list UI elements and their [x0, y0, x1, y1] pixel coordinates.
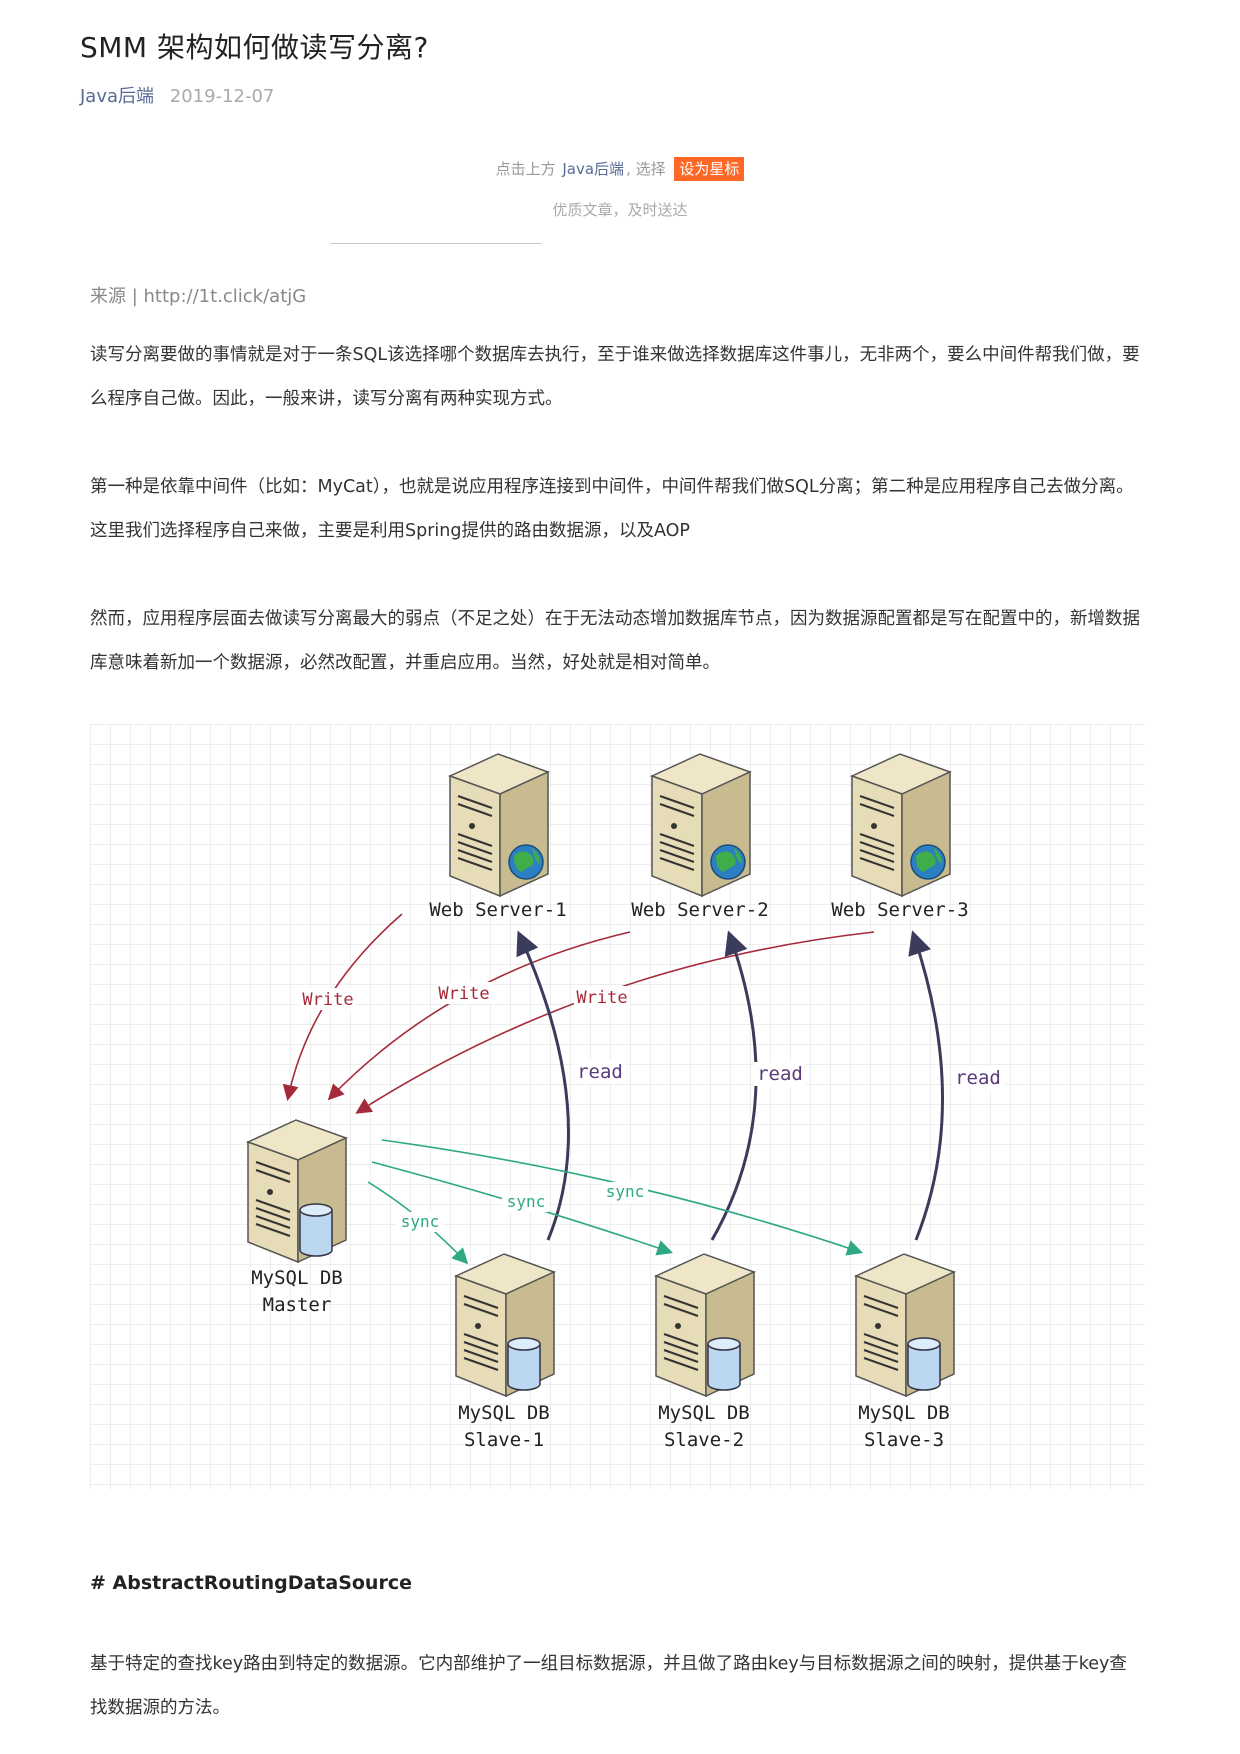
- slave-1-label-line1: MySQL DB: [458, 1402, 550, 1424]
- master-label-line1: MySQL DB: [251, 1267, 343, 1289]
- sync-label-2-bg: [502, 1192, 548, 1212]
- account-link[interactable]: Java后端: [562, 160, 625, 178]
- mysql-slave-1-icon: [455, 1253, 555, 1397]
- read-arrow-2: [710, 930, 758, 1241]
- read-arrow-3: [908, 930, 944, 1241]
- web-server-1-label: Web Server-1: [429, 899, 566, 921]
- web-server-1-icon: [449, 753, 549, 897]
- mysql-slave-3-icon: [855, 1253, 955, 1397]
- web-server-3-icon: [851, 753, 951, 897]
- read-label-1-bg: [574, 1060, 626, 1084]
- follow-tip-line2: 优质文章，及时送达: [552, 201, 688, 219]
- sync-label-3-bg: [602, 1182, 648, 1202]
- divider: [330, 243, 542, 244]
- slave-3-label-line1: MySQL DB: [858, 1402, 950, 1424]
- master-label-line2: Master: [263, 1294, 332, 1316]
- article-title: SMM 架构如何做读写分离?: [80, 31, 429, 64]
- read-arrow-1: [516, 930, 570, 1241]
- write-label-3: Write: [576, 988, 627, 1008]
- sync-label-2: sync: [507, 1192, 546, 1211]
- read-label-1: read: [577, 1061, 623, 1083]
- follow-tip: 点击上方 Java后端, 选择 设为星标: [0, 157, 1240, 181]
- web-server-2-icon: [651, 753, 751, 897]
- slave-2-label-line1: MySQL DB: [658, 1402, 750, 1424]
- read-label-2-bg: [754, 1062, 806, 1086]
- architecture-diagram: Web Server-1 Web Server-2 Web Server-3 M…: [90, 724, 1145, 1490]
- web-server-2-label: Web Server-2: [631, 899, 768, 921]
- diagram-svg: Web Server-1 Web Server-2 Web Server-3 M…: [90, 724, 1145, 1490]
- write-label-2-bg: [436, 982, 492, 1004]
- slave-1-label-line2: Slave-1: [464, 1429, 544, 1451]
- author-link[interactable]: Java后端: [80, 86, 155, 107]
- publish-date: 2019-12-07: [169, 86, 275, 107]
- write-label-3-bg: [574, 986, 630, 1008]
- slave-2-label-line2: Slave-2: [664, 1429, 744, 1451]
- paragraph-3: 然而，应用程序层面去做读写分离最大的弱点（不足之处）在于无法动态增加数据库节点，…: [90, 609, 1140, 673]
- star-badge: 设为星标: [674, 157, 745, 181]
- follow-tip-mid: , 选择: [626, 160, 666, 178]
- read-label-2: read: [757, 1063, 803, 1085]
- source-line: 来源 | http://1t.click/atjG: [90, 286, 307, 307]
- article-meta: Java后端 2019-12-07: [80, 82, 274, 108]
- write-label-1: Write: [302, 990, 353, 1010]
- paragraph-1: 读写分离要做的事情就是对于一条SQL该选择哪个数据库去执行，至于谁来做选择数据库…: [90, 345, 1140, 409]
- paragraph-2: 第一种是依靠中间件（比如：MyCat），也就是说应用程序连接到中间件，中间件帮我…: [90, 477, 1134, 541]
- web-server-3-label: Web Server-3: [831, 899, 968, 921]
- sync-label-1: sync: [401, 1212, 440, 1231]
- read-label-3-bg: [952, 1066, 1004, 1090]
- sync-label-3: sync: [606, 1182, 645, 1201]
- section-paragraph: 基于特定的查找key路由到特定的数据源。它内部维护了一组目标数据源，并且做了路由…: [90, 1654, 1127, 1718]
- mysql-master-icon: [247, 1119, 347, 1263]
- slave-3-label-line2: Slave-3: [864, 1429, 944, 1451]
- section-heading: # AbstractRoutingDataSource: [90, 1572, 412, 1594]
- follow-tip-prefix: 点击上方: [495, 160, 556, 178]
- sync-label-1-bg: [396, 1212, 442, 1232]
- write-label-2: Write: [438, 984, 489, 1004]
- read-label-3: read: [955, 1067, 1001, 1089]
- mysql-slave-2-icon: [655, 1253, 755, 1397]
- grid-background: [90, 724, 1145, 1490]
- write-label-1-bg: [300, 988, 356, 1010]
